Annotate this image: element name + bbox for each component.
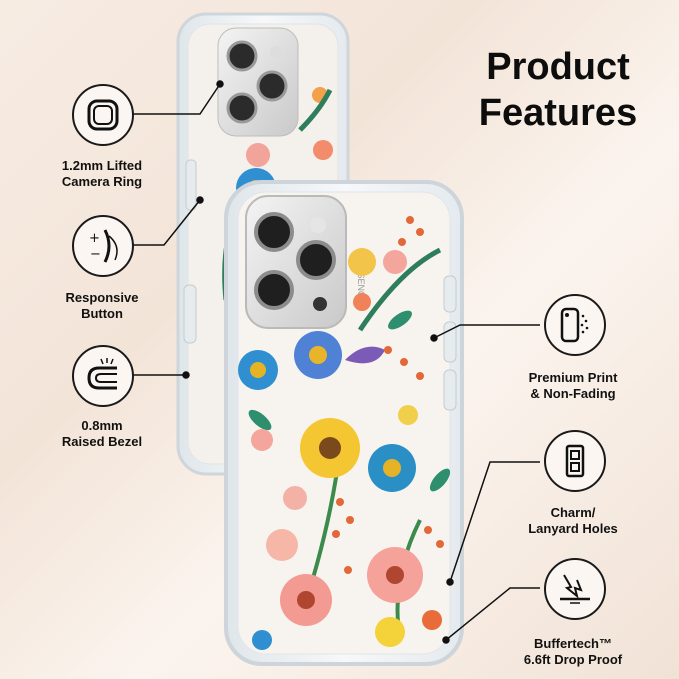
button-icon: +− <box>72 215 134 277</box>
title-line-1: Product <box>486 46 630 88</box>
floral-pattern <box>238 216 451 650</box>
page-title: Product Features <box>458 44 658 136</box>
callout-lines <box>132 80 540 644</box>
front-phone: CASENOW <box>224 180 464 666</box>
lanyard-hole-icon <box>544 430 606 492</box>
svg-text:+: + <box>89 231 100 246</box>
feature-label-button: Responsive Button <box>65 290 139 321</box>
feature-label-print: Premium Print & Non-Fading <box>528 370 618 401</box>
feature-label-lanyard: Charm/ Lanyard Holes <box>528 505 618 536</box>
drop-proof-icon <box>544 558 606 620</box>
bezel-icon <box>72 345 134 407</box>
title-line-2: Features <box>478 92 638 134</box>
feature-label-camera-ring: 1.2mm Lifted Camera Ring <box>61 158 143 189</box>
print-icon <box>544 294 606 356</box>
feature-label-bezel: 0.8mm Raised Bezel <box>61 418 143 449</box>
feature-label-drop-proof: Buffertech™ 6.6ft Drop Proof <box>523 636 623 667</box>
camera-ring-icon <box>72 84 134 146</box>
svg-text:−: − <box>90 247 101 262</box>
brand-text: CASENOW <box>356 260 366 307</box>
